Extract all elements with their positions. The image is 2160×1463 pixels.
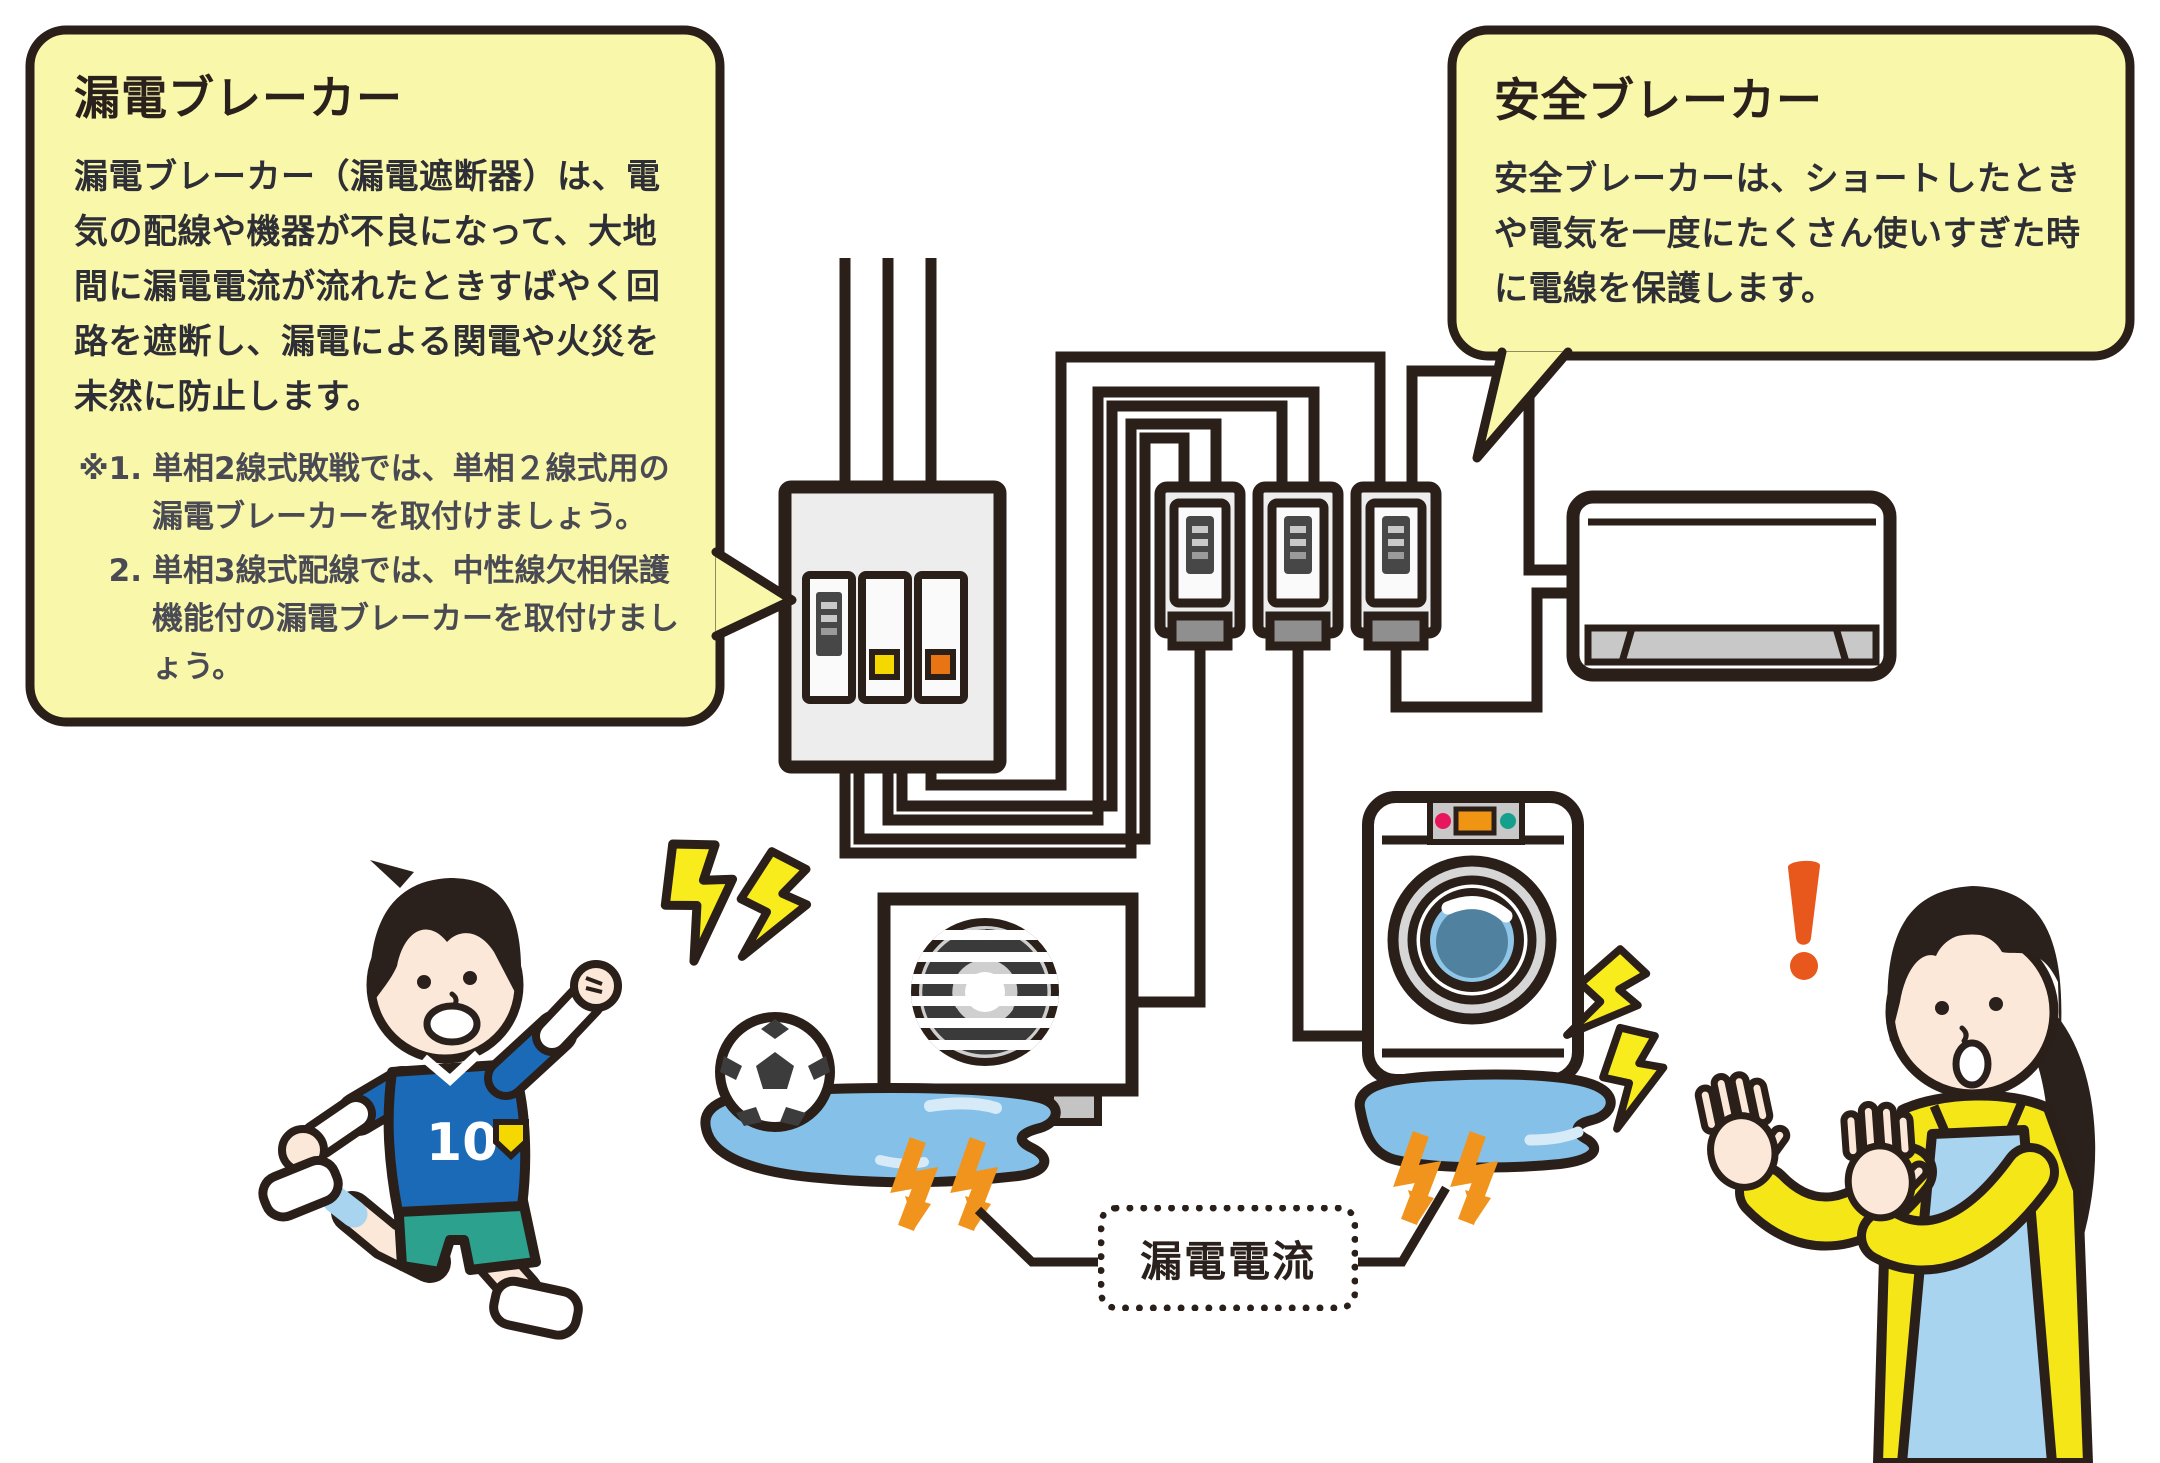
safety-breaker-bubble [1447,25,2135,463]
safety-breaker-2 [1258,487,1338,646]
leakage-breaker-bubble [25,25,797,727]
woman-left-hand [1694,1071,1791,1191]
leakage-breaker-title: 漏電ブレーカー [74,71,403,125]
boy-character: 10 [258,860,622,1340]
fan-icon [911,918,1059,1066]
spark-bolts-left [648,830,814,965]
woman-right-hand [1840,1101,1930,1222]
leakage-breaker-footnotes: ※1. 単相2線式敗戦では、単相２線式用の漏電ブレーカーを取付けましょう。 2.… [74,445,690,691]
soccer-ball-icon [715,1012,835,1132]
distribution-board [778,480,1007,774]
leakage-current-label: 漏電電流 [1098,1205,1358,1311]
bubble-tail-right [1472,347,1573,463]
jersey-badge-icon [493,1119,529,1161]
footnote-1-marker: ※1. [78,450,142,487]
bubble-tail-left [711,547,797,641]
footnote-1: ※1. 単相2線式敗戦では、単相２線式用の漏電ブレーカーを取付けましょう。 [74,445,690,541]
board-switch-yellow [858,571,912,704]
label-leader-lines [974,1185,1450,1267]
safety-breaker-note: 安全ブレーカー 安全ブレーカーは、ショートしたときや電気を一度にたくさん使いすぎ… [1494,64,2106,317]
air-conditioner [1566,490,1897,682]
footnote-2-marker: 2. [108,553,142,590]
leakage-current-label-text: 漏電電流 [1139,1236,1316,1286]
puddle-right [1354,1069,1616,1173]
washer-control-panel [1427,797,1525,845]
safety-breaker-3 [1356,487,1436,646]
footnote-2-text: 単相3線式配線では、中性線欠相保護機能付の漏電ブレーカーを取付けましょう。 [152,553,679,686]
leakage-breaker-body: 漏電ブレーカー（漏電遮断器）は、電気の配線や機器が不良になって、大地間に漏電電流… [74,156,661,417]
main-leakage-breaker-switch [802,571,856,704]
safety-breaker-title: 安全ブレーカー [1494,73,1823,127]
footnote-1-text: 単相2線式敗戦では、単相２線式用の漏電ブレーカーを取付けましょう。 [152,450,670,536]
safety-breaker-body: 安全ブレーカーは、ショートしたときや電気を一度にたくさん使いすぎた時に電線を保護… [1494,158,2081,309]
safety-breaker-1 [1160,487,1240,646]
jersey-number: 10 [426,1113,498,1173]
board-switch-orange [914,571,968,704]
outdoor-unit [877,892,1139,1126]
exclamation-icon [1787,860,1821,980]
woman-character [1694,886,2096,1463]
footnote-2: 2. 単相3線式配線では、中性線欠相保護機能付の漏電ブレーカーを取付けましょう。 [74,547,690,691]
service-entrance-wires [839,258,937,487]
washer-door [1387,855,1557,1025]
leakage-breaker-note: 漏電ブレーカー 漏電ブレーカー（漏電遮断器）は、電気の配線や機器が不良になって、… [74,62,690,697]
washing-machine [1362,791,1584,1090]
